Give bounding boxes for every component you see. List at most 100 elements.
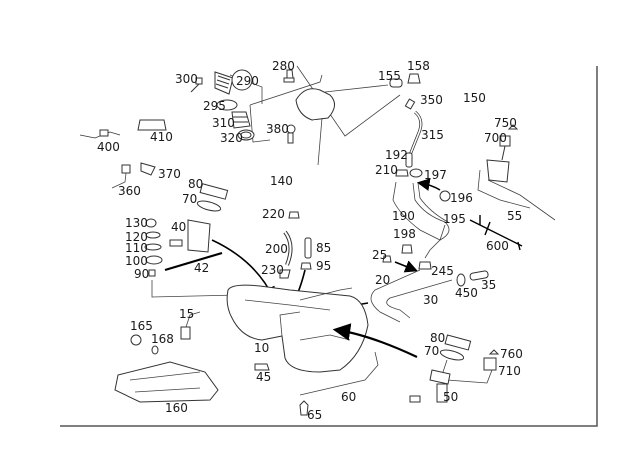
label-192: 192 — [385, 148, 408, 162]
part-40-pump — [169, 219, 211, 253]
label-85: 85 — [316, 241, 331, 255]
label-110: 110 — [125, 241, 148, 255]
part-245 — [418, 261, 432, 270]
part-95 — [300, 262, 312, 270]
part-168-washer — [151, 345, 159, 355]
label-320: 320 — [220, 131, 243, 145]
label-158: 158 — [407, 59, 430, 73]
part-70-top — [196, 200, 222, 212]
label-15: 15 — [179, 307, 194, 321]
part-320-ring — [237, 129, 255, 141]
part-315-hose — [408, 110, 423, 156]
label-245: 245 — [431, 264, 454, 278]
label-230: 230 — [261, 263, 284, 277]
label-190: 190 — [392, 209, 415, 223]
part-220 — [288, 211, 300, 219]
part-60-line — [299, 351, 379, 396]
label-30: 30 — [423, 293, 438, 307]
label-710: 710 — [498, 364, 521, 378]
label-168: 168 — [151, 332, 174, 346]
label-42: 42 — [194, 261, 209, 275]
part-295-ring — [216, 99, 238, 111]
part-190-lines — [392, 181, 450, 259]
label-410: 410 — [150, 130, 173, 144]
label-197: 197 — [424, 168, 447, 182]
label-196: 196 — [450, 191, 473, 205]
label-760: 760 — [500, 347, 523, 361]
part-42-strap — [164, 251, 223, 272]
part-45 — [254, 363, 270, 371]
label-210: 210 — [375, 163, 398, 177]
label-95: 95 — [316, 259, 331, 273]
label-80-top: 80 — [188, 177, 203, 191]
label-400: 400 — [97, 140, 120, 154]
part-760 — [488, 349, 500, 355]
label-295: 295 — [203, 99, 226, 113]
part-310 — [231, 111, 251, 129]
label-80-bottom: 80 — [430, 331, 445, 345]
part-70-bottom — [439, 349, 465, 361]
label-45: 45 — [256, 370, 271, 384]
part-750 — [507, 124, 519, 130]
label-35: 35 — [481, 278, 496, 292]
label-150: 150 — [463, 91, 486, 105]
diagram-frame — [60, 66, 598, 427]
part-192 — [405, 152, 413, 168]
part-160-shield — [114, 361, 219, 403]
part-washers-130-90 — [144, 218, 163, 277]
part-198 — [401, 244, 413, 254]
part-300 — [190, 77, 203, 93]
label-300: 300 — [175, 72, 198, 86]
label-315: 315 — [421, 128, 444, 142]
part-80-bottom — [444, 334, 472, 351]
part-25 — [382, 255, 392, 263]
label-600: 600 — [486, 239, 509, 253]
label-120: 120 — [125, 230, 148, 244]
label-195: 195 — [443, 212, 466, 226]
bracket-710 — [442, 359, 493, 384]
part-155 — [389, 78, 403, 88]
label-165: 165 — [130, 319, 153, 333]
arrow-196 — [416, 178, 441, 191]
part-410 — [137, 119, 167, 131]
part-filler-neck-140 — [294, 88, 335, 211]
leader-155 — [324, 84, 389, 93]
part-15 — [180, 311, 201, 340]
part-230 — [279, 269, 291, 279]
part-400 — [79, 129, 121, 139]
label-20: 20 — [375, 273, 390, 287]
part-370 — [140, 162, 156, 176]
part-labels: 300 290 280 155 158 350 150 295 310 320 … — [97, 59, 523, 422]
label-70-bottom: 70 — [424, 344, 439, 358]
part-20-line — [370, 269, 421, 323]
label-130: 130 — [125, 216, 148, 230]
label-310: 310 — [212, 116, 235, 130]
label-90: 90 — [134, 267, 149, 281]
label-290: 290 — [236, 74, 259, 88]
label-198: 198 — [393, 227, 416, 241]
part-80-top — [199, 183, 229, 200]
part-290-boot — [214, 69, 253, 95]
label-450: 450 — [455, 286, 478, 300]
part-360 — [111, 164, 131, 189]
part-350 — [404, 98, 416, 110]
label-60: 60 — [341, 390, 356, 404]
label-25: 25 — [372, 248, 387, 262]
part-150-hose — [428, 78, 476, 137]
part-210 — [395, 169, 409, 177]
label-200: 200 — [265, 242, 288, 256]
part-level-sender-55 — [477, 159, 556, 221]
label-100: 100 — [125, 254, 148, 268]
bracket-310 — [249, 74, 323, 143]
label-10: 10 — [254, 341, 269, 355]
part-197 — [409, 168, 423, 178]
label-65: 65 — [307, 408, 322, 422]
part-tank-10 — [226, 284, 369, 373]
label-370: 370 — [158, 167, 181, 181]
part-85 — [304, 237, 312, 259]
label-55: 55 — [507, 209, 522, 223]
part-380-bolt — [286, 124, 296, 144]
part-165-bolt — [130, 334, 142, 346]
part-450 — [456, 273, 466, 287]
